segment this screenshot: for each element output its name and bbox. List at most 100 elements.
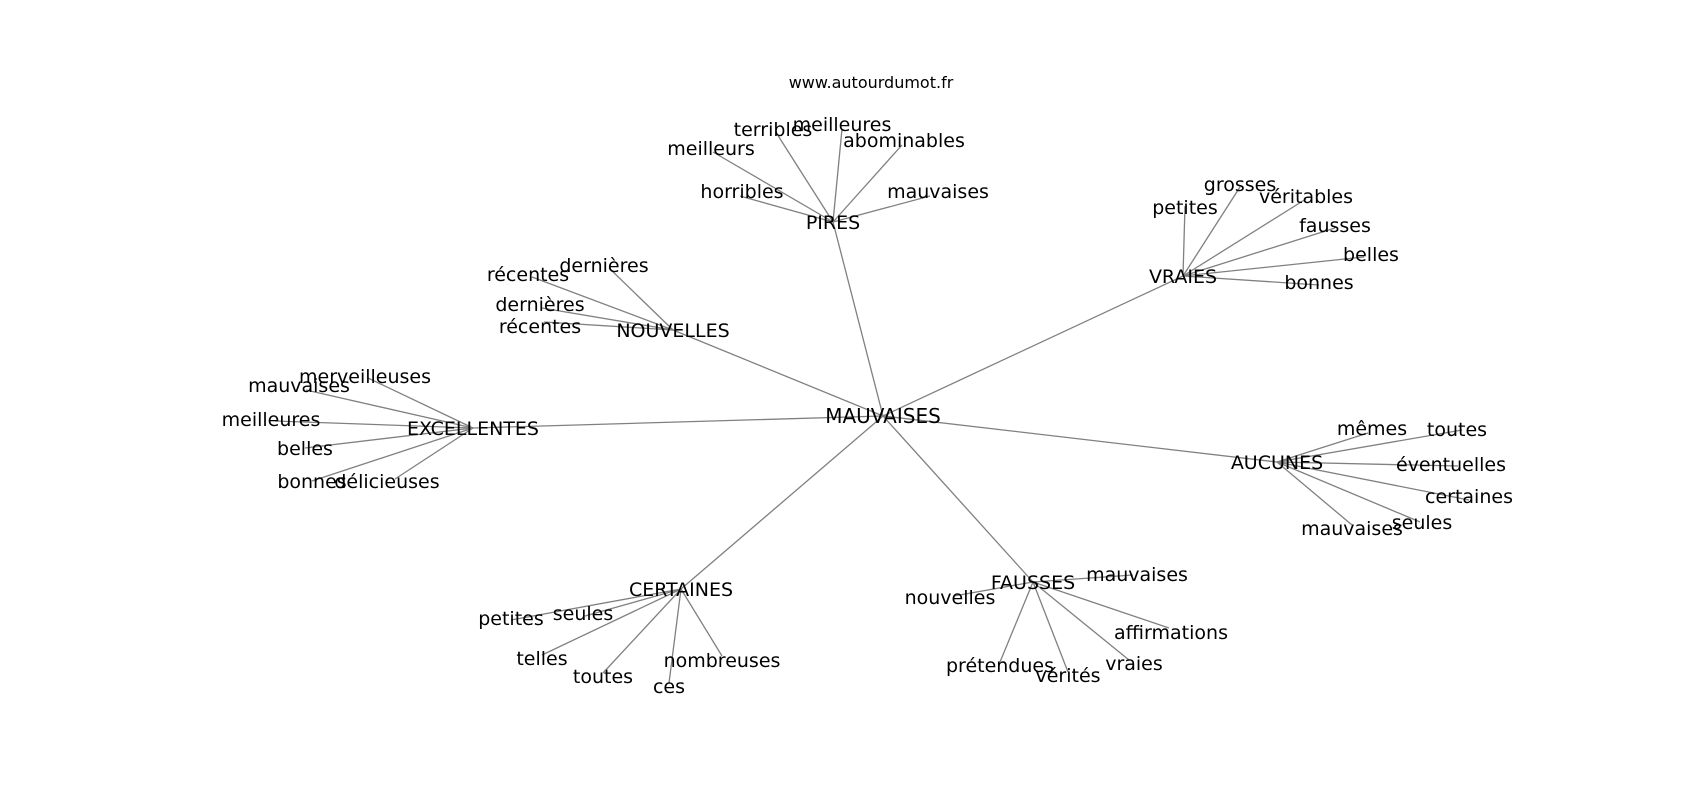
hub-node-label[interactable]: NOUVELLES (616, 320, 729, 342)
edge-excellentes-leaf (394, 427, 474, 480)
hub-node-label[interactable]: PIRES (806, 212, 860, 234)
edge-center-to-nouvelles (672, 329, 884, 417)
leaf-node-label[interactable]: telles (516, 648, 567, 670)
leaf-node-label[interactable]: grosses (1204, 174, 1276, 196)
edge-pires-leaf (712, 151, 834, 223)
edge-center-to-aucunes (882, 415, 1278, 463)
leaf-node-label[interactable]: éventuelles (1396, 454, 1506, 476)
leaf-node-label[interactable]: vraies (1105, 653, 1163, 675)
hub-node-label[interactable]: FAUSSES (991, 572, 1075, 594)
leaf-node-label[interactable]: mauvaises (887, 181, 989, 203)
edge-fausses-leaf (953, 581, 1034, 597)
leaf-node-label[interactable]: petites (1152, 197, 1218, 219)
label-layer: MAUVAISESPIRESmeilleursterriblesmeilleur… (222, 114, 1513, 698)
edge-vraies-leaf (1182, 198, 1307, 277)
leaf-node-label[interactable]: véritables (1259, 186, 1353, 208)
leaf-node-label[interactable]: prétendues (946, 655, 1054, 677)
leaf-node-label[interactable]: mauvaises (1086, 564, 1188, 586)
edge-aucunes-leaf (1276, 432, 1369, 463)
edge-nouvelles-leaf (543, 321, 674, 331)
edge-center-to-vraies (882, 275, 1184, 417)
edge-layer (274, 128, 1470, 684)
hub-node-label[interactable]: EXCELLENTES (407, 418, 539, 440)
hub-node-label[interactable]: VRAIES (1149, 266, 1217, 288)
leaf-node-label[interactable]: récentes (487, 264, 569, 286)
leaf-node-label[interactable]: merveilleuses (299, 366, 431, 388)
leaf-node-label[interactable]: abominables (843, 130, 965, 152)
edge-center-to-excellentes (472, 415, 884, 429)
edge-pires-leaf (832, 128, 843, 223)
edge-center-to-pires (832, 221, 884, 417)
edge-nouvelles-leaf (608, 267, 674, 331)
edge-certaines-leaf (602, 588, 682, 674)
edge-vraies-leaf (1182, 186, 1241, 277)
edge-fausses-leaf (1032, 574, 1134, 583)
watermark-text: www.autourdumot.fr (789, 73, 954, 92)
leaf-node-label[interactable]: mêmes (1337, 418, 1407, 440)
edge-certaines-leaf (584, 588, 682, 617)
hub-node-label[interactable]: CERTAINES (629, 579, 733, 601)
leaf-node-label[interactable]: vérités (1035, 665, 1100, 687)
leaf-node-label[interactable]: toutes (573, 666, 633, 688)
edge-nouvelles-leaf (541, 307, 674, 331)
edge-fausses-leaf (1032, 581, 1069, 673)
edge-certaines-leaf (541, 588, 682, 656)
leaf-node-label[interactable]: délicieuses (334, 471, 439, 493)
leaf-node-label[interactable]: bonnes (277, 471, 346, 493)
leaf-node-label[interactable]: petites (478, 608, 544, 630)
edge-pires-leaf (739, 195, 834, 223)
leaf-node-label[interactable]: meilleurs (667, 138, 754, 160)
leaf-node-label[interactable]: dernières (495, 294, 584, 316)
edge-certaines-leaf (680, 588, 723, 657)
edge-nouvelles-leaf (531, 276, 674, 331)
leaf-node-label[interactable]: ces (653, 676, 685, 698)
edge-fausses-leaf (999, 581, 1034, 663)
edge-excellentes-leaf (367, 377, 474, 429)
edge-vraies-leaf (1182, 256, 1365, 277)
leaf-node-label[interactable]: meilleures (793, 114, 892, 136)
edge-certaines-leaf (510, 588, 682, 621)
edge-vraies-leaf (1182, 205, 1186, 277)
edge-pires-leaf (776, 133, 834, 223)
edge-aucunes-leaf (1276, 461, 1470, 501)
leaf-node-label[interactable]: seules (553, 603, 614, 625)
edge-pires-leaf (832, 144, 903, 223)
edge-aucunes-leaf (1276, 461, 1421, 523)
edge-excellentes-leaf (305, 389, 474, 429)
edge-center-to-fausses (882, 415, 1034, 583)
edge-center-to-certaines (680, 415, 884, 590)
center-node-label[interactable]: MAUVAISES (825, 404, 941, 428)
edge-aucunes-leaf (1276, 461, 1459, 467)
leaf-node-label[interactable]: mauvaises (1301, 518, 1403, 540)
edge-certaines-leaf (668, 588, 682, 684)
leaf-node-label[interactable]: nouvelles (905, 587, 996, 609)
edge-excellentes-leaf (311, 427, 474, 482)
hub-node-label[interactable]: AUCUNES (1231, 452, 1323, 474)
leaf-node-label[interactable]: certaines (1425, 486, 1513, 508)
leaf-node-label[interactable]: horribles (700, 181, 783, 203)
edge-fausses-leaf (1032, 581, 1130, 661)
leaf-node-label[interactable]: fausses (1299, 215, 1371, 237)
edge-excellentes-leaf (274, 420, 474, 429)
leaf-node-label[interactable]: nombreuses (664, 650, 781, 672)
edge-aucunes-leaf (1276, 461, 1353, 526)
leaf-node-label[interactable]: terribles (734, 119, 813, 141)
leaf-node-label[interactable]: seules (1392, 512, 1453, 534)
edge-vraies-leaf (1182, 275, 1320, 286)
edge-aucunes-leaf (1276, 429, 1463, 463)
edge-excellentes-leaf (304, 427, 474, 449)
edge-fausses-leaf (1032, 581, 1170, 629)
leaf-node-label[interactable]: bonnes (1284, 272, 1353, 294)
leaf-node-label[interactable]: dernières (559, 255, 648, 277)
leaf-node-label[interactable]: récentes (499, 316, 581, 338)
leaf-node-label[interactable]: mauvaises (248, 375, 350, 397)
leaf-node-label[interactable]: belles (1343, 244, 1399, 266)
edge-pires-leaf (832, 195, 931, 223)
leaf-node-label[interactable]: meilleures (222, 409, 321, 431)
leaf-node-label[interactable]: belles (277, 438, 333, 460)
edge-vraies-leaf (1182, 227, 1336, 277)
leaf-node-label[interactable]: affirmations (1114, 622, 1228, 644)
leaf-node-label[interactable]: toutes (1427, 419, 1487, 441)
